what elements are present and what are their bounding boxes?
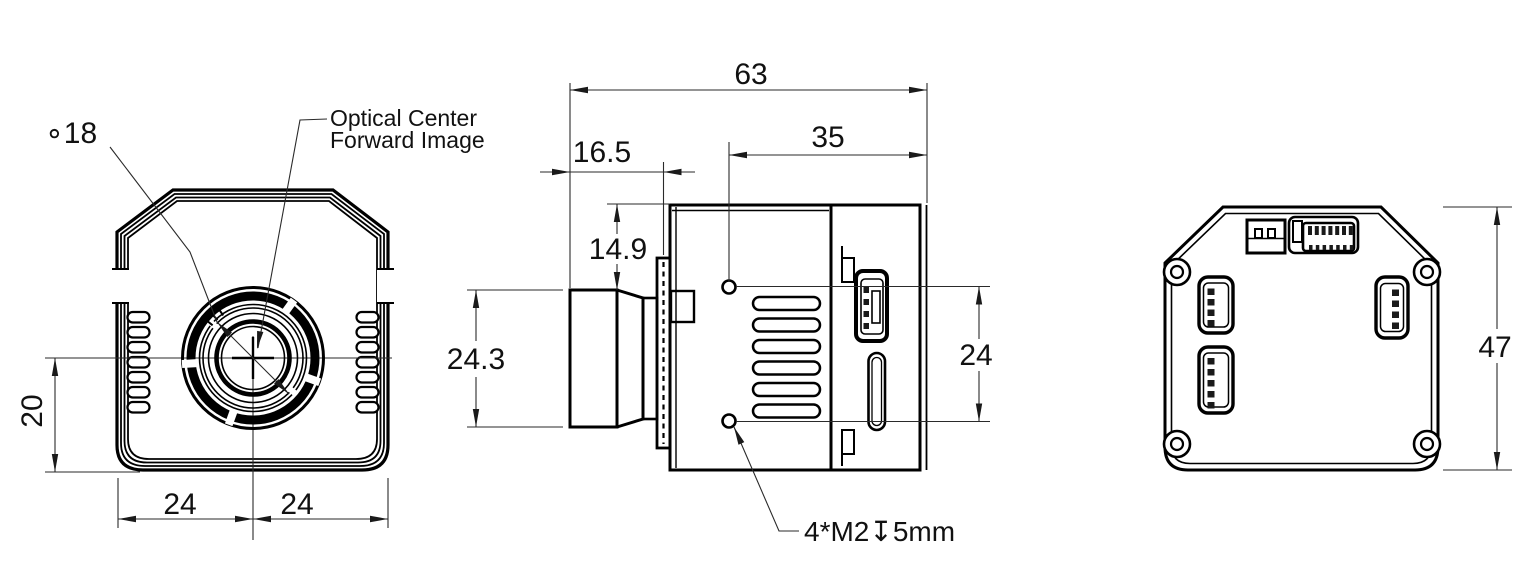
- front-view: ∘18 Optical Center Forward Image 20 24: [16, 105, 485, 540]
- side-dim-16-5: 16.5: [540, 136, 695, 255]
- dim-35-text: 35: [811, 121, 844, 154]
- side-vent-slots: [751, 295, 822, 419]
- back-dim-47: 47: [1443, 206, 1512, 471]
- dim-16-5-text: 16.5: [573, 136, 631, 169]
- side-mounting-hole-top: [721, 279, 737, 295]
- front-body-outline: [115, 188, 390, 472]
- front-callout-optical-center: Optical Center Forward Image: [257, 105, 485, 349]
- side-mounting-hole-bottom: [721, 413, 737, 429]
- back-power-connector: [1245, 218, 1287, 255]
- side-dim-35: 35: [728, 121, 927, 281]
- dim-20-text: 20: [16, 394, 49, 427]
- side-body: [668, 203, 928, 472]
- front-dim-24-24: 24 24: [117, 478, 389, 528]
- front-heatsink-fins: [126, 310, 380, 414]
- thread-callout-text: 4*M2↧5mm: [804, 516, 955, 547]
- side-front-tab: [669, 289, 696, 324]
- back-right-connector: [1374, 275, 1410, 340]
- dim-24-right-text: 24: [280, 488, 313, 521]
- dim-lens-diameter-text: ∘18: [45, 117, 97, 150]
- front-lens: [181, 286, 325, 430]
- dim-63-text: 63: [734, 58, 767, 91]
- dim-24-left-text: 24: [163, 488, 196, 521]
- side-dim-24-3: 24.3: [447, 289, 563, 428]
- back-left-lower-connector: [1197, 345, 1235, 415]
- side-view: 63 35 16.5 14.9: [447, 58, 993, 547]
- side-dim-24: 24: [736, 285, 993, 423]
- optical-center-line2: Forward Image: [330, 127, 485, 153]
- side-dim-14-9: 14.9: [589, 203, 670, 290]
- side-dim-63: 63: [569, 58, 928, 288]
- dim-14-9-text: 14.9: [589, 233, 647, 266]
- back-view: 47: [1162, 205, 1512, 472]
- back-io-connector: [1287, 215, 1360, 255]
- dim-47-text: 47: [1478, 331, 1511, 364]
- side-card-slot: [867, 351, 887, 432]
- side-lens-barrel: [568, 256, 672, 450]
- front-edge-notches: [112, 268, 394, 304]
- side-usb-connector: [854, 269, 889, 343]
- dim-24-holes-text: 24: [959, 339, 992, 372]
- front-dim-lens-diameter: ∘18: [45, 117, 290, 395]
- back-corner-screws: [1162, 257, 1442, 459]
- optical-center-line1: Optical Center: [330, 105, 477, 131]
- dim-24-3-text: 24.3: [447, 343, 505, 376]
- front-dim-20: 20: [16, 358, 140, 473]
- back-left-upper-connector: [1197, 275, 1235, 335]
- side-callout-thread: 4*M2↧5mm: [733, 426, 955, 547]
